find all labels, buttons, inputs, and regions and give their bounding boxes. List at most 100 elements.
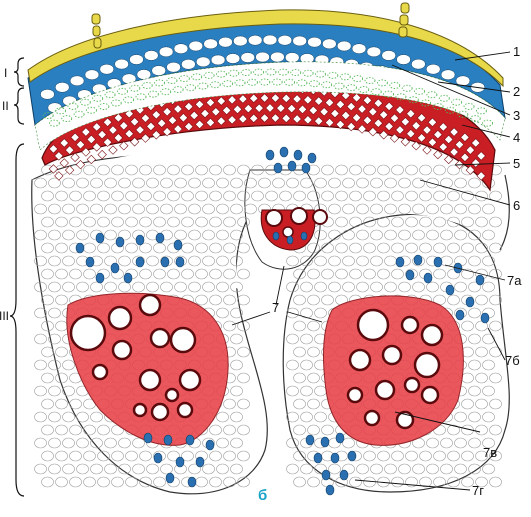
parenchyma-cell <box>419 476 432 488</box>
parenchyma-cell <box>62 463 75 475</box>
parenchyma-cell <box>209 216 222 228</box>
parenchyma-cell <box>398 203 411 215</box>
parenchyma-cell <box>34 359 47 371</box>
parenchyma-cell <box>125 190 138 202</box>
sclerenchyma-cell <box>460 132 470 143</box>
chlorenchyma-cell <box>123 96 135 104</box>
parenchyma-cell <box>384 177 397 189</box>
parenchyma-cell <box>391 450 404 462</box>
parenchyma-cell <box>342 437 355 449</box>
xylem-vessel <box>149 327 171 349</box>
parenchyma-cell <box>482 281 495 293</box>
sclerenchyma-cell <box>216 96 226 106</box>
chlorenchyma-cell <box>395 93 407 101</box>
parenchyma-cell <box>41 242 54 254</box>
epidermis-cell <box>188 40 204 52</box>
parenchyma-cell <box>230 229 243 241</box>
parenchyma-cell <box>209 164 222 176</box>
sclerenchyma-cell <box>292 94 302 104</box>
parenchyma-cell <box>167 216 180 228</box>
cuticle-layer <box>27 2 504 88</box>
sclerenchyma-cell <box>319 107 329 117</box>
sclerenchyma-cell <box>205 97 216 108</box>
parenchyma-cell <box>447 424 460 436</box>
epidermis-cell <box>440 69 456 81</box>
sclerenchyma-cell <box>400 117 411 127</box>
parenchyma-cell <box>405 216 418 228</box>
parenchyma-cell <box>461 320 474 332</box>
parenchyma-cell <box>300 255 313 267</box>
sclerenchyma-cell <box>81 127 91 137</box>
parenchyma-cell <box>195 268 208 280</box>
sclerenchyma-cell <box>162 107 172 117</box>
parenchyma-cell <box>377 242 390 254</box>
phloem-cell <box>175 456 185 468</box>
parenchyma-cell <box>41 320 54 332</box>
parenchyma-cell <box>286 307 299 319</box>
parenchyma-cell <box>391 216 404 228</box>
sclerenchyma-cell <box>308 105 318 116</box>
parenchyma-cell <box>209 424 222 436</box>
parenchyma-cell <box>132 177 145 189</box>
sclerenchyma-cell <box>422 125 432 135</box>
parenchyma-cell <box>489 346 502 358</box>
epidermis-cell <box>195 56 211 68</box>
sclerenchyma-cell <box>140 133 151 143</box>
chlorenchyma-cell <box>383 90 395 98</box>
parenchyma-cell <box>307 476 320 488</box>
parenchyma-cell <box>55 476 68 488</box>
sclerenchyma-cell <box>194 119 205 130</box>
parenchyma-cell <box>293 476 306 488</box>
phloem-cell <box>195 456 205 468</box>
parenchyma-cell <box>97 190 110 202</box>
parenchyma-cell <box>97 242 110 254</box>
sclerenchyma-cell <box>59 158 69 168</box>
phloem-cell <box>320 436 330 448</box>
chlorenchyma-cell <box>209 81 221 89</box>
sclerenchyma-cell <box>341 90 351 101</box>
parenchyma-cell <box>223 450 236 462</box>
chlorenchyma-cell <box>67 102 79 110</box>
parenchyma-cell <box>104 437 117 449</box>
parenchyma-cell <box>482 359 495 371</box>
parenchyma-cell <box>419 190 432 202</box>
sclerenchyma-cell <box>135 125 145 135</box>
parenchyma-cell <box>468 333 481 345</box>
epidermis-cell <box>55 82 70 93</box>
sclerenchyma-cell <box>249 93 259 104</box>
parenchyma-cell <box>489 450 502 462</box>
phloem-cell <box>465 296 475 308</box>
parenchyma-cell <box>419 164 432 176</box>
parenchyma-cell <box>237 424 250 436</box>
parenchyma-cell <box>391 476 404 488</box>
parenchyma-cell <box>475 242 488 254</box>
xylem-vessel <box>138 368 162 392</box>
phloem-cell <box>143 432 153 444</box>
parenchyma-cell <box>223 294 236 306</box>
parenchyma-cell <box>475 450 488 462</box>
chlorenchyma-cell <box>265 68 277 76</box>
parenchyma-cell <box>433 216 446 228</box>
parenchyma-cell <box>48 177 61 189</box>
epidermis-cell <box>158 46 174 58</box>
phloem-cell <box>85 256 95 268</box>
xylem-vessel <box>400 315 420 335</box>
parenchyma-cell <box>328 203 341 215</box>
parenchyma-cell <box>384 229 397 241</box>
sclerenchyma-cell <box>108 145 118 155</box>
sclerenchyma-cell <box>200 108 210 119</box>
parenchyma-cell <box>356 463 369 475</box>
parenchyma-cell <box>377 268 390 280</box>
parenchyma-cell <box>48 437 61 449</box>
sclerenchyma-cell <box>48 164 59 174</box>
parenchyma-cell <box>244 177 257 189</box>
parenchyma-cell <box>286 177 299 189</box>
sclerenchyma-cell <box>433 149 443 160</box>
sclerenchyma-cell <box>75 159 86 170</box>
parenchyma-cell <box>300 281 313 293</box>
epidermis-cell <box>129 54 144 65</box>
phloem-cell <box>75 242 85 254</box>
sclerenchyma-cell <box>81 147 91 157</box>
parenchyma-cell <box>293 320 306 332</box>
